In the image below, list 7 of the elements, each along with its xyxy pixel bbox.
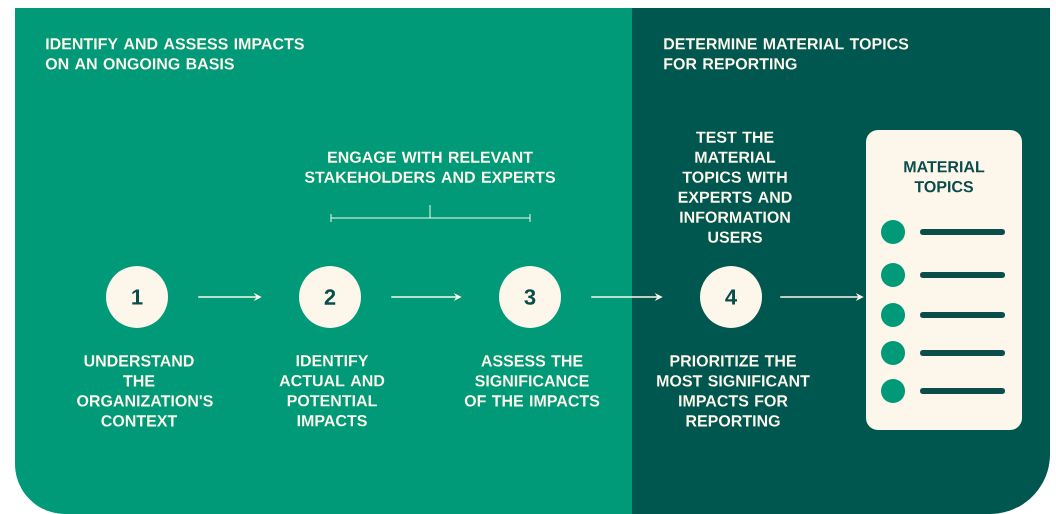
step-caption: UNDERSTAND THE ORGANIZATION'S CONTEXT (77, 355, 213, 427)
topics-card: MATERIAL TOPICS (866, 130, 1022, 430)
group-caption: ENGAGE WITH RELEVANT STAKEHOLDERS AND EXPERTS (304, 151, 555, 183)
step-caption: IDENTIFY ACTUAL AND POTENTIAL IMPACTS (279, 355, 385, 427)
step-caption: PRIORITIZE THE MOST SIGNIFICANT IMPACTS FOR REPORTING (657, 355, 810, 427)
step-caption: TEST THE MATERIAL TOPICS WITH EXPERTS AND INFORMATION USERS (678, 131, 792, 243)
step-caption: ASSESS THE SIGNIFICANCE OF THE IMPACTS (464, 355, 600, 407)
